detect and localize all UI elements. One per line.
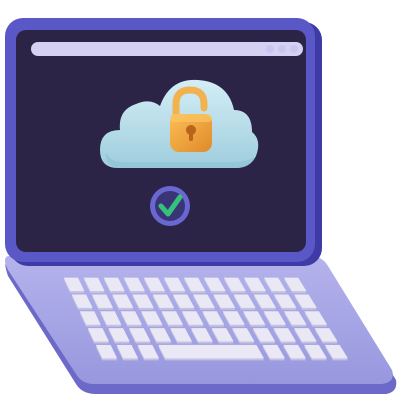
keyboard-key [112,294,134,308]
keyboard-key [253,294,277,308]
address-bar [31,42,303,56]
keyboard-key [243,277,267,292]
keyboard-key [293,328,317,342]
keyboard-key [129,328,151,342]
window-dot [266,45,274,53]
keyboard-key [324,344,348,359]
keyboard-key [243,311,266,325]
keyboard-key [283,344,306,359]
keyboard-key [304,311,328,325]
keyboard-key [152,294,175,308]
keyboard-key [263,277,287,292]
window-dot [290,45,298,53]
checkmark-icon [150,186,190,226]
keyboard-key [116,344,139,359]
keyboard-key [193,294,215,308]
keyboard-key [100,311,122,325]
keyboard-key [163,277,186,292]
keyboard-key [283,311,307,325]
keyboard-key [120,311,142,325]
keyboard-key [263,311,287,325]
keyboard-key [83,277,105,292]
keyboard-key [303,344,327,359]
window-dots [266,45,298,53]
keyboard-key [190,328,213,342]
keyboard-key [213,294,236,308]
keyboard-key [203,277,226,292]
keyboard-key [71,294,93,308]
keyboard-key [149,328,172,342]
keyboard [63,277,348,361]
unlocked-padlock-icon [170,86,212,152]
keyboard-key [161,311,184,325]
keyboard-key [283,277,307,292]
keyboard-key [79,311,101,325]
keyboard-key [172,294,195,308]
keyboard-key [252,328,276,342]
keyboard-key [132,294,154,308]
keyboard-key [63,277,85,292]
keyboard-key [123,277,146,292]
keyboard-key [273,294,297,308]
keyboard-key [262,344,285,359]
spacebar-key [158,344,265,359]
keyboard-key [232,328,255,342]
keyboard-key [233,294,256,308]
keyboard-key [223,277,246,292]
keyboard-key [108,328,130,342]
keyboard-key [294,294,317,308]
keyboard-key [273,328,297,342]
keyboard-key [95,344,118,359]
keyboard-key [103,277,125,292]
keyboard-key [143,277,166,292]
keyboard-key [87,328,109,342]
keyboard-key [181,311,204,325]
laptop-base [5,256,397,394]
keyboard-key [211,328,234,342]
keyboard-key [170,328,193,342]
keyboard-key [202,311,225,325]
keyboard-key [314,328,338,342]
keyboard-key [141,311,163,325]
keyboard-key [222,311,245,325]
keyboard-key [137,344,160,359]
keyboard-key [183,277,206,292]
window-dot [278,45,286,53]
keyboard-key [91,294,114,308]
